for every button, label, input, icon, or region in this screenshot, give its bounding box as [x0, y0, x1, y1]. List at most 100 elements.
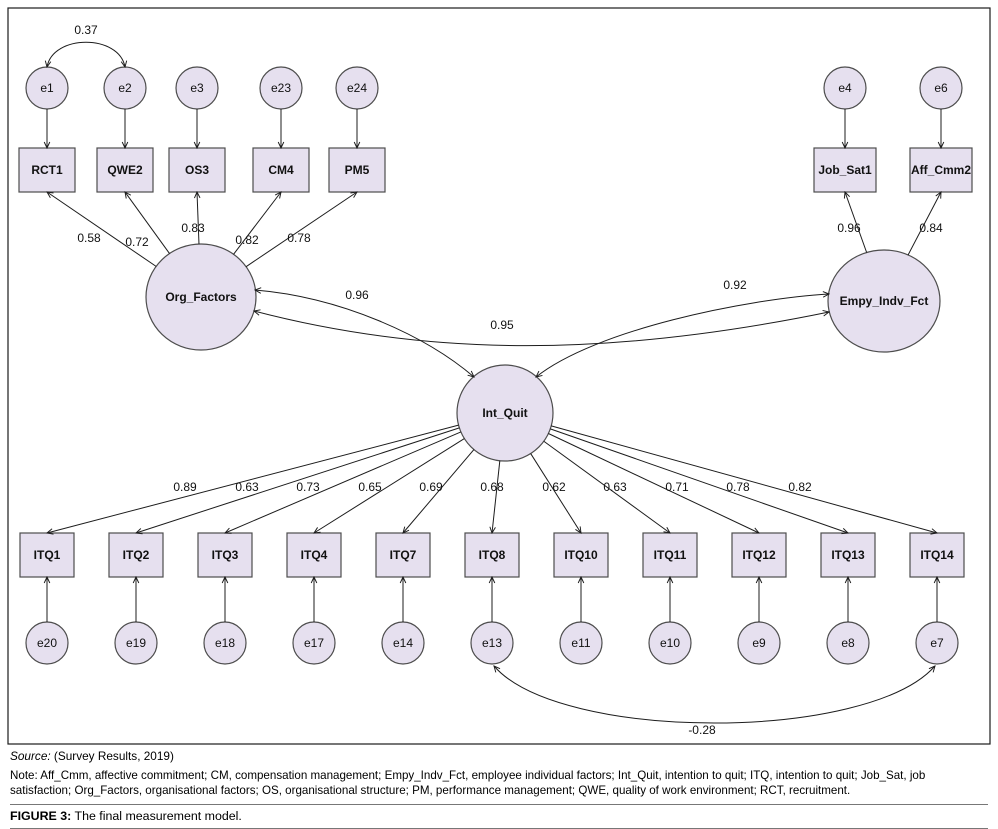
indicator-ITQ3: ITQ3	[197, 532, 253, 578]
coefficient-Empy_Indv_Fct-Job_Sat1: 0.96	[837, 221, 861, 235]
indicator-ITQ11: ITQ11	[642, 532, 698, 578]
path-Empy_Indv_Fct-to-Aff_Cmm2	[907, 190, 942, 256]
indicator-PM5: PM5	[328, 147, 386, 193]
error-term-e13: e13	[470, 621, 514, 665]
path-Int_Quit-to-ITQ3	[223, 431, 462, 534]
covariance-orgfactors-intquit	[253, 287, 475, 378]
error-term-e6: e6	[919, 66, 963, 110]
indicator-ITQ12: ITQ12	[731, 532, 787, 578]
latent-ellipse-Int_Quit	[456, 364, 554, 462]
source-label: Source:	[10, 749, 51, 763]
path-Org_Factors-to-RCT1	[46, 191, 157, 267]
indicator-rect-PM5	[328, 147, 386, 193]
covariance-empyindvfct-intquit	[535, 291, 831, 378]
indicator-RCT1: RCT1	[18, 147, 76, 193]
indicator-rect-ITQ7	[375, 532, 431, 578]
latent-label-Empy_Indv_Fct: Empy_Indv_Fct	[840, 294, 929, 308]
error-term-e24: e24	[335, 66, 379, 110]
path-Int_Quit-to-ITQ4	[313, 438, 465, 534]
indicator-OS3: OS3	[168, 147, 226, 193]
note-label: Note:	[10, 769, 38, 782]
indicator-label-PM5: PM5	[345, 163, 370, 177]
coefficient-Int_Quit-ITQ8: 0.68	[480, 480, 504, 494]
path-Org_Factors-to-OS3	[193, 190, 201, 245]
indicator-Aff_Cmm2: Aff_Cmm2	[909, 147, 973, 193]
latent-Empy_Indv_Fct: Empy_Indv_Fct	[827, 249, 941, 353]
error-term-e3: e3	[175, 66, 219, 110]
path-Org_Factors-to-QWE2	[124, 191, 170, 254]
error-label-e19: e19	[126, 636, 146, 650]
error-label-e10: e10	[660, 636, 680, 650]
covariance-e13-e7	[493, 665, 936, 724]
indicator-rect-ITQ10	[553, 532, 609, 578]
error-term-e10: e10	[648, 621, 692, 665]
covariance-e1-e2	[44, 41, 128, 69]
coefficient-Int_Quit-ITQ1: 0.89	[173, 480, 197, 494]
figure-footer: Source: (Survey Results, 2019) Note: Aff…	[0, 746, 998, 829]
coefficient-Int_Quit-ITQ12: 0.71	[665, 480, 689, 494]
indicator-label-OS3: OS3	[185, 163, 209, 177]
error-label-e18: e18	[215, 636, 235, 650]
indicator-rect-RCT1	[18, 147, 76, 193]
coefficient-Int_Quit-ITQ2: 0.63	[235, 480, 259, 494]
latent-Org_Factors: Org_Factors	[145, 243, 257, 351]
coefficient-Org_Factors-OS3: 0.83	[181, 221, 205, 235]
indicator-rect-QWE2	[96, 147, 154, 193]
error-term-e20: e20	[25, 621, 69, 665]
covariance-coefficient-empyindvfct-intquit: 0.92	[723, 278, 747, 292]
indicator-rect-ITQ2	[108, 532, 164, 578]
indicator-label-ITQ14: ITQ14	[920, 548, 954, 562]
coefficient-Int_Quit-ITQ14: 0.82	[788, 480, 812, 494]
path-Int_Quit-to-ITQ10	[530, 453, 582, 534]
error-label-e2: e2	[118, 81, 132, 95]
indicator-label-ITQ12: ITQ12	[742, 548, 776, 562]
indicator-label-ITQ4: ITQ4	[301, 548, 328, 562]
covariance-coefficient-orgfactors-intquit: 0.96	[345, 288, 369, 302]
indicator-label-ITQ2: ITQ2	[123, 548, 150, 562]
indicator-label-ITQ11: ITQ11	[654, 548, 687, 562]
error-term-e1: e1	[25, 66, 69, 110]
error-label-e4: e4	[838, 81, 852, 95]
error-label-e14: e14	[393, 636, 413, 650]
path-Int_Quit-to-ITQ11	[543, 440, 671, 534]
indicator-QWE2: QWE2	[96, 147, 154, 193]
error-label-e24: e24	[347, 81, 367, 95]
indicator-ITQ4: ITQ4	[286, 532, 342, 578]
error-label-e1: e1	[40, 81, 54, 95]
error-label-e8: e8	[841, 636, 855, 650]
path-Empy_Indv_Fct-to-Job_Sat1	[843, 190, 868, 253]
latent-Int_Quit: Int_Quit	[456, 364, 554, 462]
covariance-coefficient-e13-e7: -0.28	[688, 723, 716, 737]
error-term-e7: e7	[915, 621, 959, 665]
indicator-rect-CM4	[252, 147, 310, 193]
indicator-rect-ITQ14	[909, 532, 965, 578]
indicator-ITQ7: ITQ7	[375, 532, 431, 578]
error-term-e17: e17	[292, 621, 336, 665]
latent-label-Int_Quit: Int_Quit	[482, 406, 527, 420]
path-Org_Factors-to-PM5	[245, 191, 358, 268]
covariance-coefficient-e1-e2: 0.37	[74, 23, 98, 37]
indicator-ITQ14: ITQ14	[909, 532, 965, 578]
indicator-CM4: CM4	[252, 147, 310, 193]
indicator-ITQ13: ITQ13	[820, 532, 876, 578]
coefficient-Int_Quit-ITQ4: 0.65	[358, 480, 382, 494]
indicator-label-ITQ10: ITQ10	[564, 548, 598, 562]
covariance-coefficient-orgfactors-empyindvfct: 0.95	[490, 318, 514, 332]
indicator-label-RCT1: RCT1	[31, 163, 63, 177]
indicator-rect-ITQ11	[642, 532, 698, 578]
error-label-e6: e6	[934, 81, 948, 95]
coefficient-Org_Factors-PM5: 0.78	[287, 231, 311, 245]
figure-border	[7, 7, 991, 745]
coefficient-Int_Quit-ITQ3: 0.73	[296, 480, 320, 494]
note-line: Note: Aff_Cmm, affective commitment; CM,…	[10, 768, 988, 798]
indicator-ITQ8: ITQ8	[464, 532, 520, 578]
note-text: Aff_Cmm, affective commitment; CM, compe…	[10, 769, 926, 798]
error-term-e11: e11	[559, 621, 603, 665]
error-label-e9: e9	[752, 636, 766, 650]
error-term-e19: e19	[114, 621, 158, 665]
indicator-label-ITQ13: ITQ13	[831, 548, 865, 562]
indicator-label-Aff_Cmm2: Aff_Cmm2	[911, 163, 971, 177]
error-label-e11: e11	[571, 636, 590, 650]
latent-label-Org_Factors: Org_Factors	[165, 290, 237, 304]
